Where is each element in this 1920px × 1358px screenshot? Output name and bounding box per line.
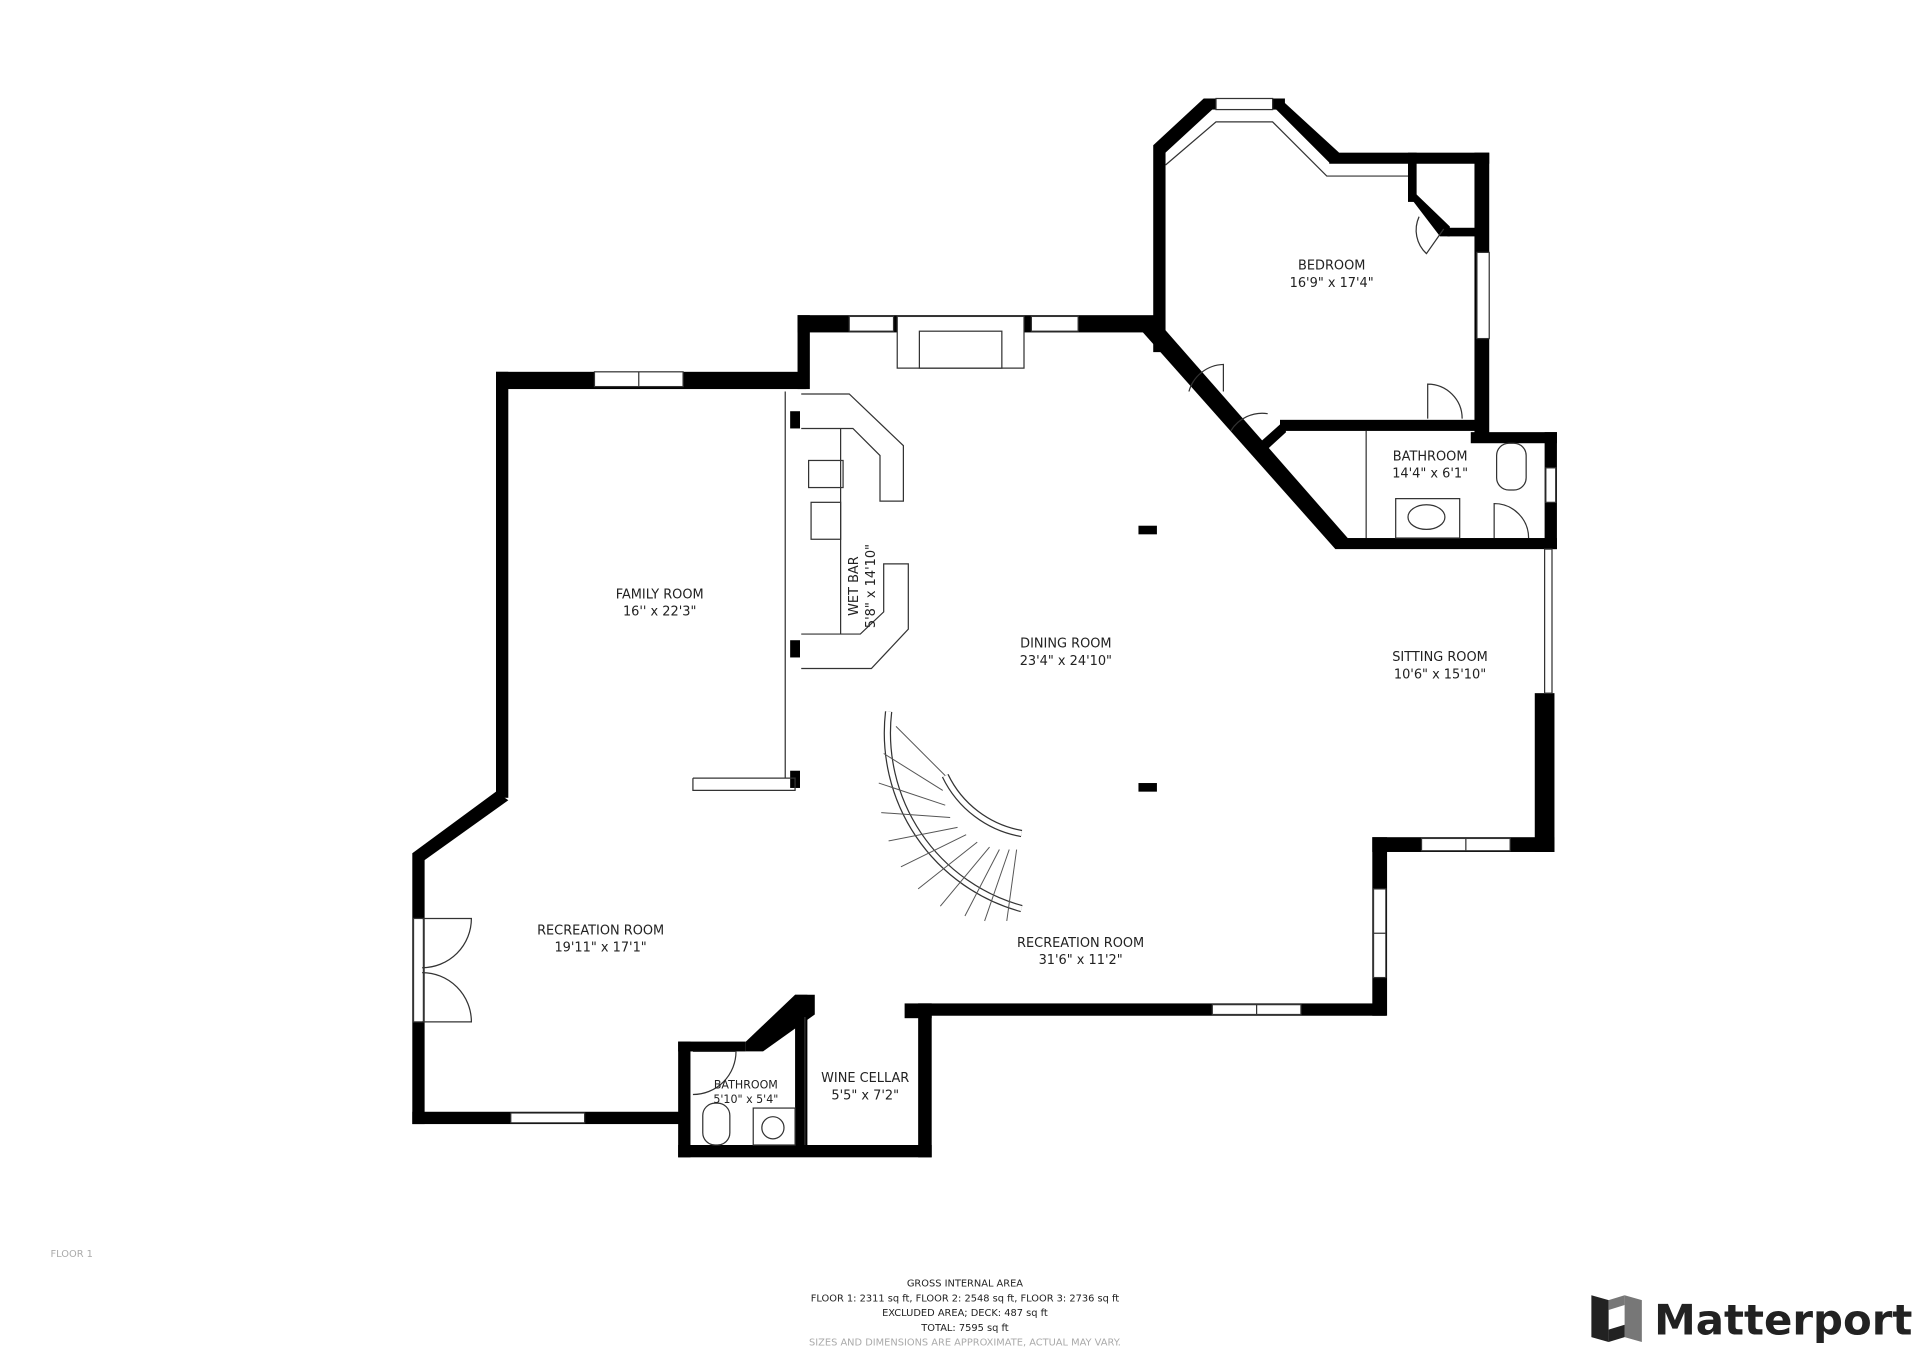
- area-floors: FLOOR 1: 2311 sq ft, FLOOR 2: 2548 sq ft…: [811, 1293, 1120, 1304]
- area-title: GROSS INTERNAL AREA: [907, 1279, 1023, 1290]
- area-summary: GROSS INTERNAL AREA FLOOR 1: 2311 sq ft,…: [809, 1279, 1121, 1349]
- area-total: TOTAL: 7595 sq ft: [920, 1323, 1009, 1334]
- recreation-room-left-name: RECREATION ROOM: [537, 923, 664, 938]
- spiral-staircase: [878, 711, 1023, 922]
- area-excluded: EXCLUDED AREA; DECK: 487 sq ft: [882, 1308, 1048, 1319]
- recreation-room-right-size: 31'6" x 11'2": [1039, 953, 1123, 968]
- family-room-size: 16'' x 22'3": [623, 605, 696, 620]
- wet-bar-size: 5'8" x 14'10": [864, 544, 879, 628]
- floor-label: FLOOR 1: [50, 1249, 92, 1260]
- brand-name: Matterport: [1654, 1296, 1912, 1345]
- fixtures: [422, 121, 1530, 1146]
- dining-room-size: 23'4" x 24'10": [1020, 654, 1112, 669]
- bathroom-lower-name: BATHROOM: [714, 1078, 778, 1091]
- matterport-logo-icon: [1591, 1295, 1642, 1342]
- windows: [412, 97, 1557, 1124]
- wet-bar-name: WET BAR: [847, 556, 862, 616]
- matterport-brand: Matterport: [1591, 1295, 1912, 1345]
- room-labels: BEDROOM 16'9" x 17'4" BATHROOM 14'4" x 6…: [537, 259, 1488, 1107]
- wine-cellar-name: WINE CELLAR: [821, 1071, 909, 1086]
- bedroom-size: 16'9" x 17'4": [1290, 276, 1374, 291]
- bathroom-lower-size: 5'10" x 5'4": [713, 1093, 778, 1106]
- bathroom-upper-size: 14'4" x 6'1": [1392, 467, 1468, 482]
- dining-room-name: DINING ROOM: [1020, 637, 1111, 652]
- bathroom-upper-name: BATHROOM: [1393, 449, 1468, 464]
- recreation-room-left-size: 19'11" x 17'1": [554, 941, 646, 956]
- wine-cellar-size: 5'5" x 7'2": [831, 1088, 899, 1103]
- walls: [412, 98, 1557, 1158]
- sitting-room-size: 10'6" x 15'10": [1394, 667, 1486, 682]
- area-disclaimer: SIZES AND DIMENSIONS ARE APPROXIMATE, AC…: [809, 1338, 1121, 1349]
- bedroom-name: BEDROOM: [1298, 259, 1365, 274]
- family-room-name: FAMILY ROOM: [616, 587, 704, 602]
- recreation-room-right-name: RECREATION ROOM: [1017, 936, 1144, 951]
- sitting-room-name: SITTING ROOM: [1392, 650, 1488, 665]
